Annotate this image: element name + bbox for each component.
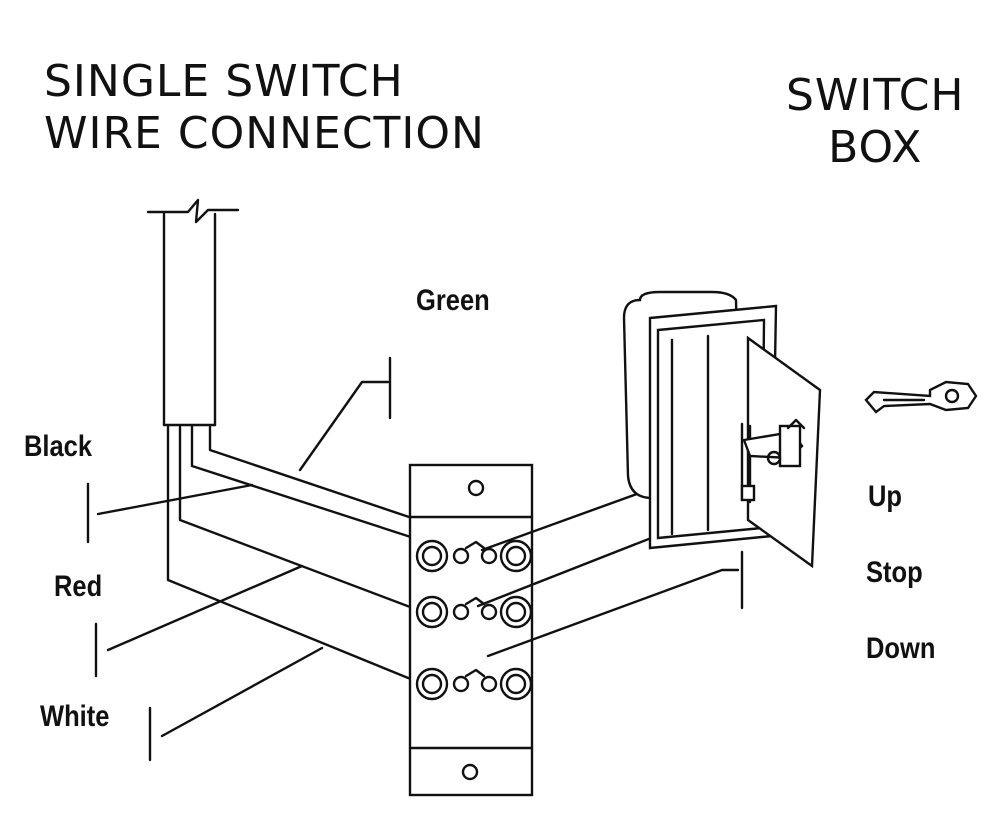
key-icon	[864, 380, 978, 414]
switch-box-title-line-2: BOX	[828, 122, 923, 173]
terminal-block-icon	[408, 463, 534, 797]
label-white: White	[40, 700, 110, 733]
leader-lines	[86, 356, 392, 762]
cable-sheath	[146, 198, 240, 427]
label-down: Down	[866, 632, 936, 665]
switch-box-icon	[622, 290, 822, 569]
label-stop: Stop	[866, 556, 923, 589]
title-line-2: WIRE CONNECTION	[44, 108, 485, 159]
switch-box-title-line-1: SWITCH	[786, 70, 965, 121]
label-up: Up	[868, 480, 902, 513]
diagram-title: SINGLE SWITCH WIRE CONNECTION	[44, 56, 485, 160]
title-line-1: SINGLE SWITCH	[44, 56, 404, 107]
switch-box-title: SWITCH BOX	[786, 70, 965, 174]
label-red: Red	[54, 570, 103, 603]
label-green: Green	[416, 284, 490, 317]
wires	[166, 425, 422, 684]
label-black: Black	[24, 430, 93, 463]
